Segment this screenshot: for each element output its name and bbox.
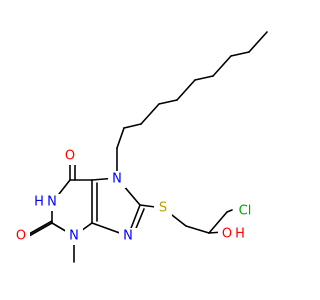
bond [116,127,125,149]
bond [158,99,178,105]
bond [185,225,210,234]
molecule-structure: O H N O N N N S O H Cl [12,31,268,263]
bond [248,31,268,53]
bond [28,222,53,237]
atom-nitrogen: N [69,229,79,244]
bond [212,55,232,77]
bond [28,220,53,235]
bond [176,79,196,101]
atom-labels: O H N O N N N S O H Cl [12,148,257,245]
bond [123,123,142,129]
bond [230,51,250,57]
bond [226,209,233,213]
atom-hydrogen: H [34,195,44,210]
atom-nitrogen: N [112,172,122,187]
bond [208,211,228,234]
bond [140,103,160,125]
atom-nitrogen: N [123,229,133,244]
atom-sulfur: S [159,201,167,216]
atom-nitrogen: N [47,195,57,210]
bond [194,75,214,81]
atom-oxygen: O [16,229,26,244]
atom-oxygen: O [222,227,232,242]
atom-oxygen: O [65,149,75,164]
atom-hydrogen: H [235,227,245,242]
atom-chlorine: Cl [239,204,252,219]
